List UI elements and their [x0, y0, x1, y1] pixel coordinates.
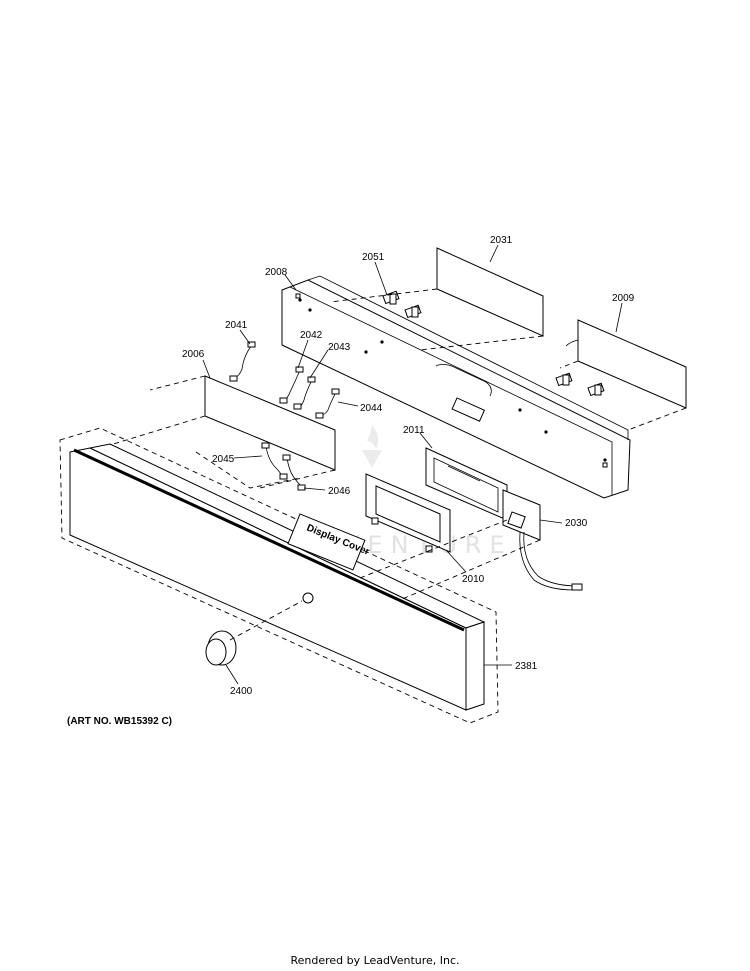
connector-2051-a: [382, 290, 400, 305]
label-2046: 2046: [328, 486, 351, 497]
connector-2051-c: [555, 372, 573, 387]
label-2042: 2042: [300, 330, 323, 341]
harness-2046: [282, 454, 306, 491]
harness-2041: [229, 341, 256, 382]
display-frame-2010: [365, 473, 451, 553]
label-2045: 2045: [212, 454, 235, 465]
label-2009: 2009: [612, 293, 635, 304]
harness-2045: [261, 442, 288, 480]
front-panel-2381: [59, 427, 499, 724]
label-2008: 2008: [265, 267, 288, 278]
harness-2043: [293, 376, 316, 410]
connector-2051-b: [404, 304, 422, 319]
label-2030: 2030: [565, 518, 588, 529]
label-2006: 2006: [182, 349, 205, 360]
circuit-board-2009: [565, 319, 687, 409]
label-2010: 2010: [462, 574, 485, 585]
control-board-2030: [502, 489, 583, 591]
label-2043: 2043: [328, 342, 351, 353]
label-2031: 2031: [490, 235, 513, 246]
art-number: (ART NO. WB15392 C): [67, 716, 173, 727]
label-2051: 2051: [362, 252, 385, 263]
harness-2044: [315, 388, 340, 419]
label-2041: 2041: [225, 320, 248, 331]
part-labels: 2031 2051 2008 2009 2041 2042 2043 2006 …: [182, 235, 635, 697]
rear-chassis-2008: [281, 275, 631, 499]
control-knob-2400: [205, 592, 314, 666]
label-2044: 2044: [360, 403, 383, 414]
connector-2051-d: [587, 382, 605, 397]
footer-credit: Rendered by LeadVenture, Inc.: [290, 954, 460, 967]
leader-lines: [202, 244, 623, 685]
label-2400: 2400: [230, 686, 253, 697]
label-2011: 2011: [403, 425, 425, 436]
label-2381: 2381: [515, 661, 538, 672]
harness-2042: [279, 366, 304, 404]
